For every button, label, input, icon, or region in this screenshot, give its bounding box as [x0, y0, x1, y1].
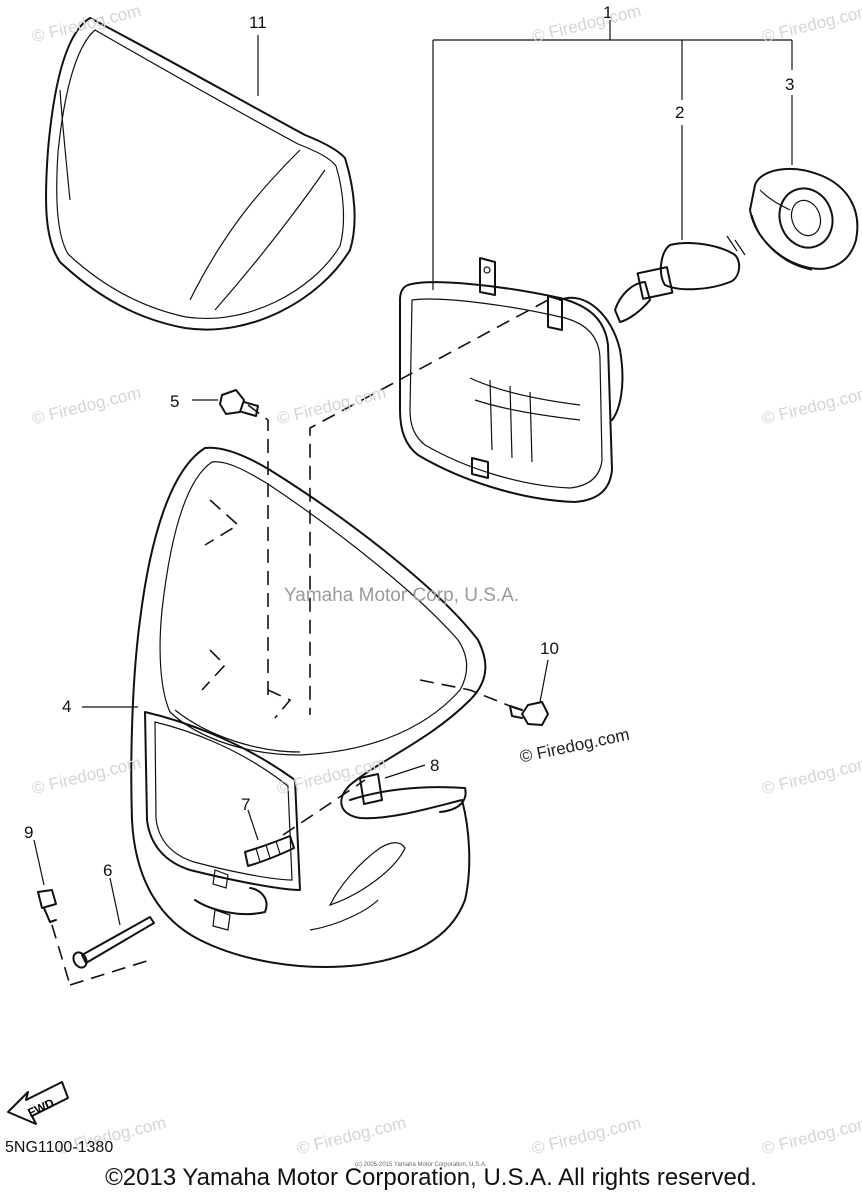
- headlight-unit: [399, 257, 624, 503]
- socket-cover-part-3: [749, 167, 859, 271]
- callout-9: 9: [24, 823, 34, 842]
- nut-part-8: [359, 764, 426, 805]
- diagram-part-code: 5NG1100-1380: [5, 1139, 114, 1156]
- visor-part-11: [45, 17, 356, 331]
- assembly-dashed-lines: [51, 299, 549, 986]
- callout-8: 8: [430, 756, 440, 775]
- screw-part-6: [72, 877, 155, 969]
- callout-7: 7: [241, 795, 251, 814]
- callout-6: 6: [103, 861, 113, 880]
- headlight-cowl-part-4: [130, 446, 487, 968]
- fwd-arrow-icon: FWD: [7, 1081, 69, 1125]
- bulb-part-2: [614, 235, 746, 323]
- callout-4: 4: [62, 697, 72, 716]
- screw-part-9: [33, 839, 57, 923]
- center-watermark: Yamaha Motor Corp, U.S.A.: [284, 585, 520, 606]
- bolt-part-5: [192, 389, 259, 417]
- callout-2: 2: [675, 103, 685, 122]
- spring-part-7: [244, 809, 295, 867]
- callout-3: 3: [785, 75, 795, 94]
- copyright-notice: ©2013 Yamaha Motor Corporation, U.S.A. A…: [105, 1164, 757, 1191]
- tiny-copyright-notice: (c) 2005-2015 Yamaha Motor Corporation, …: [355, 1162, 487, 1168]
- callout-1: 1: [603, 3, 613, 22]
- bolt-part-10: [509, 659, 549, 726]
- callout-10: 10: [540, 639, 559, 658]
- callout-5: 5: [170, 392, 180, 411]
- fwd-label: FWD: [26, 1096, 57, 1120]
- callout-11: 11: [249, 13, 267, 32]
- assembly-bracket: [432, 20, 793, 290]
